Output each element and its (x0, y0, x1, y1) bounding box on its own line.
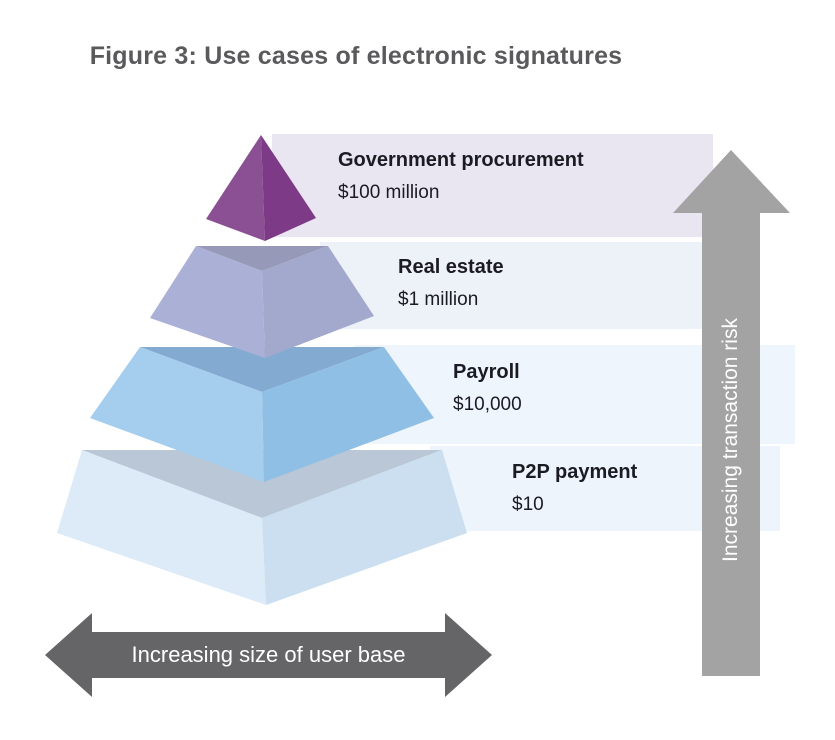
pyramid-level1-right-face (261, 135, 316, 241)
user-base-axis-label: Increasing size of user base (131, 642, 406, 667)
transaction-risk-arrow (673, 150, 790, 676)
level-value-p2p-payment: $10 (512, 494, 544, 515)
pyramid-level4-left-face (57, 450, 266, 605)
pyramid-level4-right-face (262, 450, 467, 605)
label-box-government-procurement: Government procurement $100 million (272, 134, 713, 237)
label-box-real-estate: Real estate $1 million (320, 242, 754, 329)
level-value-payroll: $10,000 (453, 394, 522, 415)
pyramid-level2-left-face (150, 246, 265, 358)
level-value-real-estate: $1 million (398, 289, 479, 310)
transaction-risk-axis-label: Increasing transaction risk (719, 318, 742, 562)
pyramid-level2-top-face (196, 246, 328, 271)
level-value-government-procurement: $100 million (338, 182, 440, 203)
level-name-government-procurement: Government procurement (338, 149, 584, 171)
level-name-p2p-payment: P2P payment (512, 461, 638, 483)
level-name-payroll: Payroll (453, 361, 520, 383)
figure-title: Figure 3: Use cases of electronic signat… (89, 42, 623, 70)
user-base-arrow (45, 613, 492, 697)
pyramid-level2-right-face (262, 246, 374, 358)
pyramid-level3-right-face (262, 347, 434, 482)
pyramid-level3-top-face (140, 347, 384, 392)
pyramid-level3-left-face (90, 347, 264, 482)
pyramid-level1-left-face (206, 135, 265, 241)
pyramid-level4-top-face (82, 450, 442, 518)
level-name-real-estate: Real estate (398, 256, 504, 278)
